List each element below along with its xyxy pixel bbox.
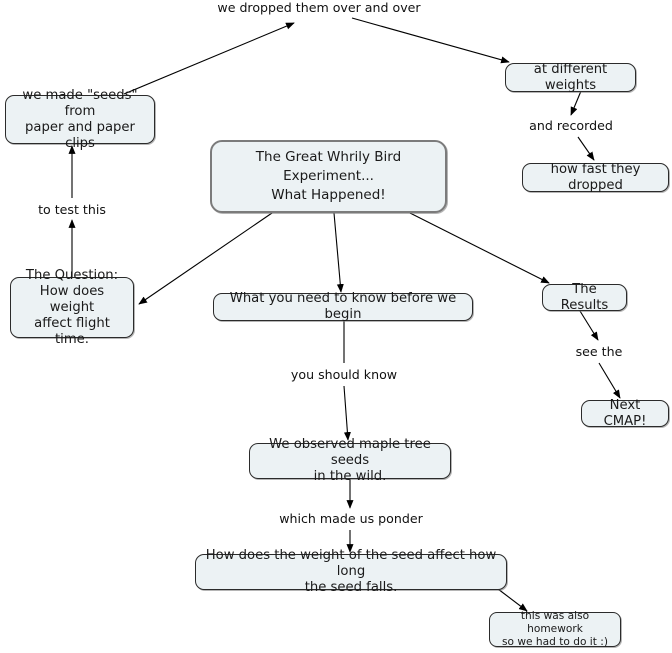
node-this-was-also-homework-so-we-had-to-do-it[interactable]: this was also homework so we had to do i… [489, 610, 621, 648]
edge-label-you-should-know: you should know [290, 367, 398, 382]
node-we-made-seeds-from-paper-and-paper-clips[interactable]: we made "seeds" from paper and paper cli… [5, 88, 155, 151]
edge-root-to-results [409, 212, 550, 284]
edge-results-to-seethe [579, 310, 599, 341]
node-what-you-need-to-know-before-we-begin[interactable]: What you need to know before we begin [213, 291, 473, 322]
node-the-results[interactable]: The Results [542, 282, 627, 313]
edge-shouldknow-to-observed [343, 385, 351, 441]
edge-root-to-needknow [333, 212, 344, 293]
edge-label-and-recorded: and recorded [529, 118, 613, 133]
edge-dropped-to-weights [351, 17, 510, 64]
edge-label-to-test-this: to test this [38, 202, 106, 217]
node-we-observed-maple-tree-seeds-in-the-wild[interactable]: We observed maple tree seeds in the wild… [249, 437, 451, 484]
edge-seethe-to-nextcmap [598, 362, 621, 399]
edge-seeds-to-dropped [123, 22, 295, 95]
edge-recorded-to-howfast [577, 136, 595, 161]
edge-label-which-made-us-ponder: which made us ponder [279, 511, 423, 526]
node-title-the-great-whrily-bird-experiment[interactable]: The Great Whrily Bird Experiment... What… [210, 140, 447, 213]
edge-weights-to-recorded [570, 90, 582, 116]
edge-label-see-the: see the [575, 344, 623, 359]
node-how-fast-they-dropped[interactable]: how fast they dropped [522, 162, 669, 193]
edge-label-we-dropped-them-over-and-over: we dropped them over and over [217, 0, 421, 15]
node-how-does-the-weight-of-the-seed-affect-how-long-the-seed-falls[interactable]: How does the weight of the seed affect h… [195, 548, 507, 595]
edge-howweight-to-homework [497, 588, 528, 612]
node-at-different-weights[interactable]: at different weights [505, 62, 636, 93]
node-next-cmap[interactable]: Next CMAP! [581, 398, 669, 429]
node-the-question-how-does-weight-affect-flight-time[interactable]: The Question: How does weight affect fli… [10, 268, 134, 347]
